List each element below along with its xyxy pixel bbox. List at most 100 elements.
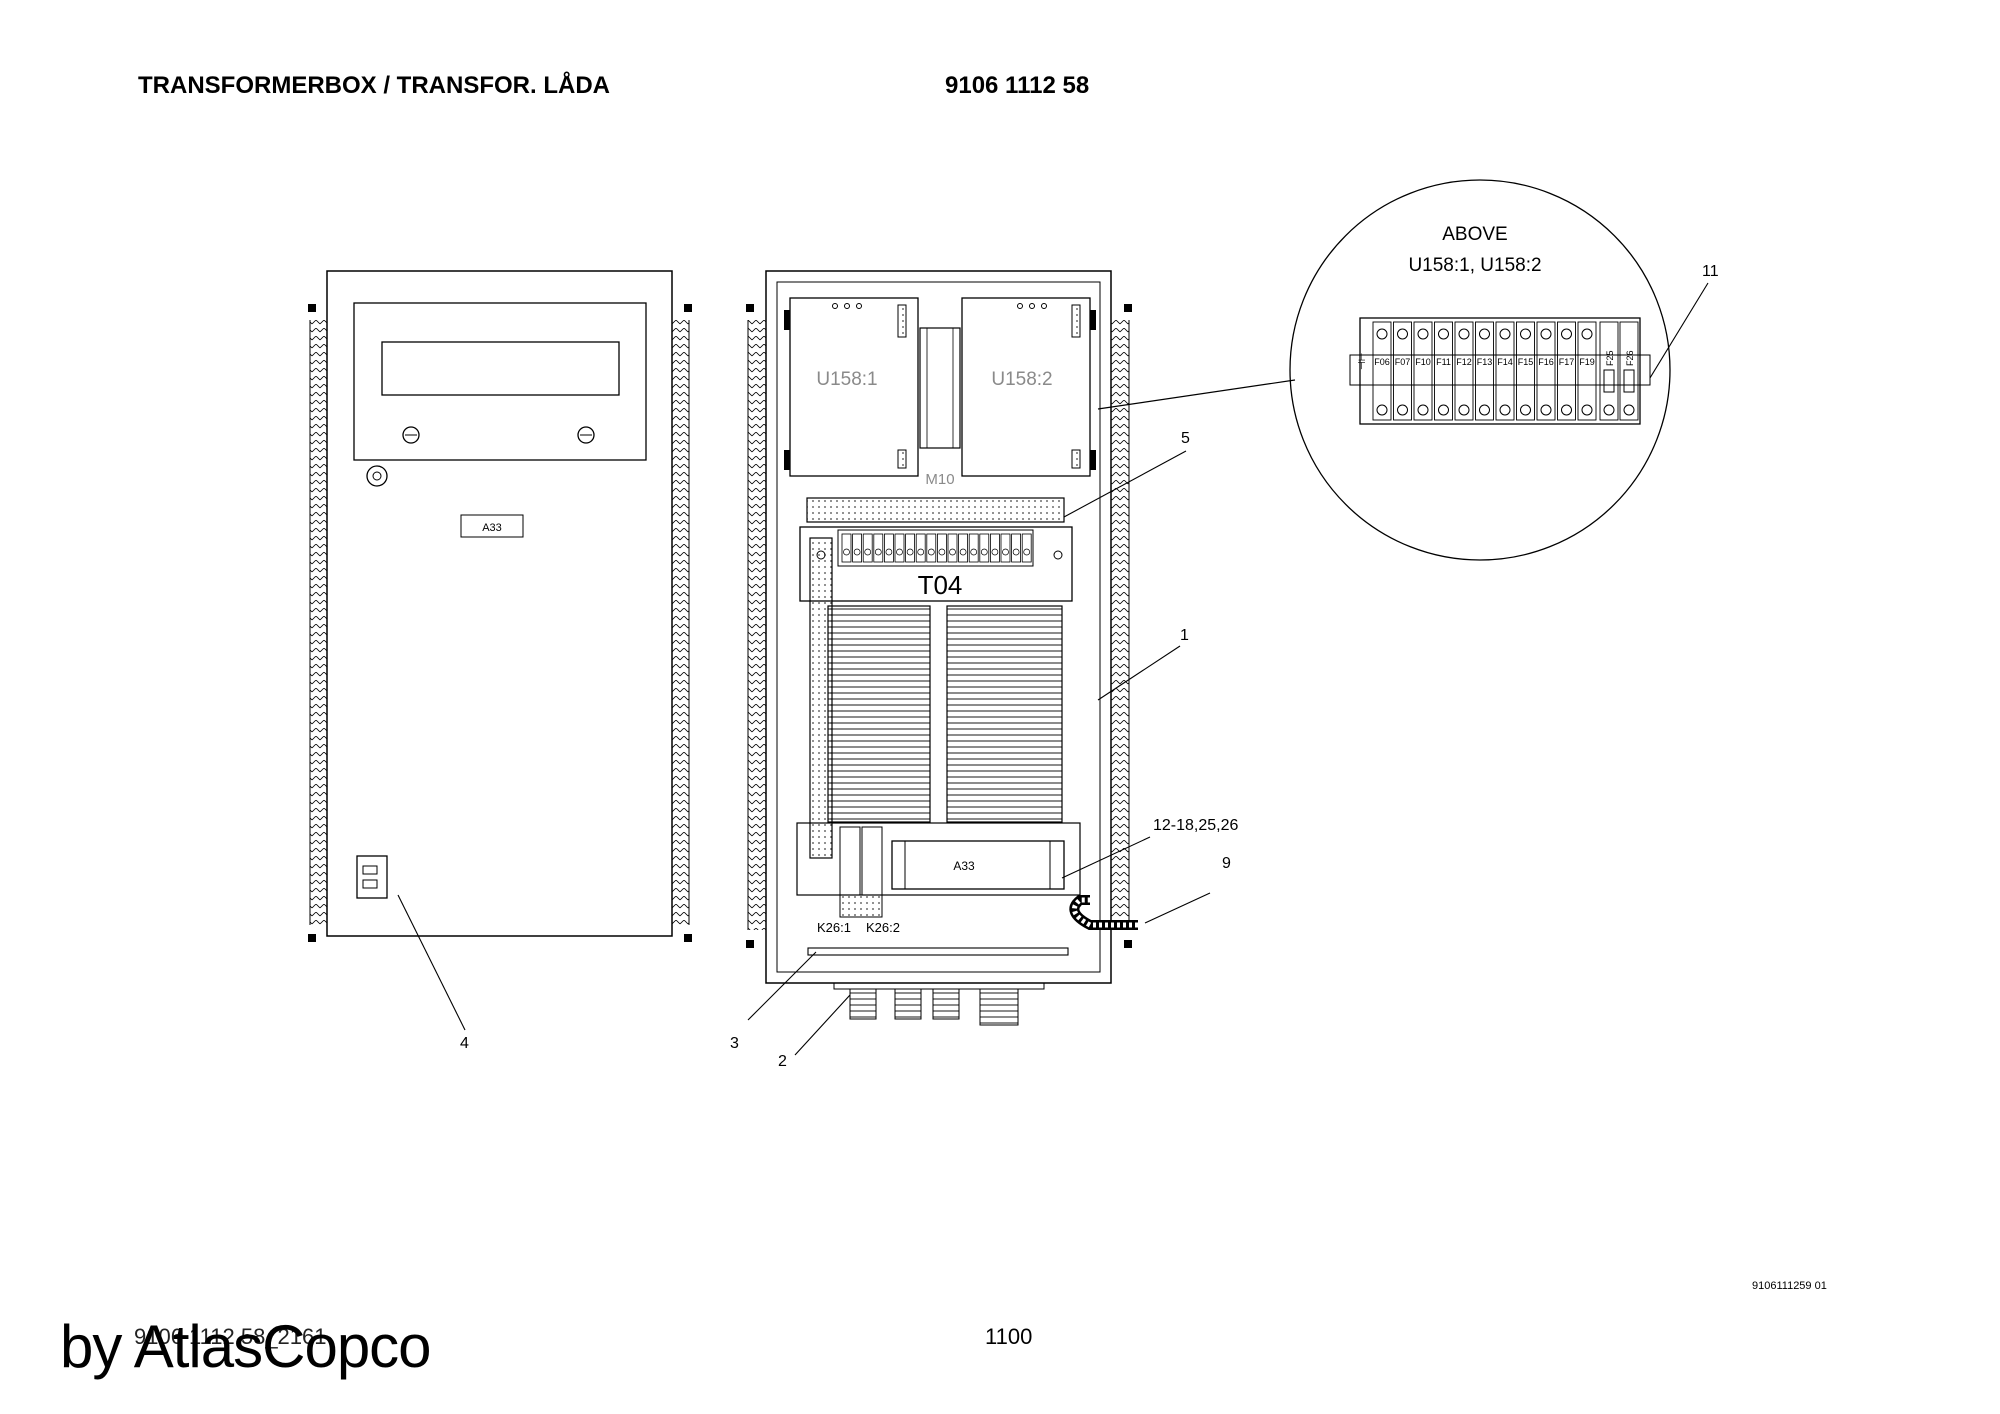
callout-9: 9	[1222, 855, 1231, 872]
fuse-top-screw	[1520, 328, 1531, 340]
terminal	[979, 533, 990, 563]
fuse-label: F07	[1395, 357, 1411, 367]
display-panel	[353, 302, 647, 461]
detail-din-rail	[1349, 354, 1651, 386]
detail-leader	[1097, 379, 1296, 410]
callout-2: 2	[778, 1053, 787, 1070]
terminal	[937, 533, 947, 563]
terminal	[894, 533, 905, 563]
detail-title: ABOVE	[1442, 224, 1507, 245]
terminal	[905, 533, 915, 563]
fuse-label: F11	[1436, 357, 1451, 367]
detail-circle	[1289, 179, 1671, 561]
file-code: 9106 1112 58_2161	[134, 1324, 327, 1349]
cabinet-inner	[776, 281, 1101, 973]
cabinet-fins-left	[748, 320, 766, 930]
fuse-bottom-screw	[1376, 404, 1388, 416]
hinge-bottom-left	[308, 934, 316, 942]
fuse-label: F10	[1415, 357, 1431, 367]
fuse-top-screw	[1417, 328, 1429, 340]
terminal	[915, 533, 926, 563]
fuse-top-screw	[1458, 328, 1470, 340]
door-outline	[326, 270, 673, 937]
fuse-holder-extra	[1599, 321, 1619, 421]
callout-1: 1	[1180, 627, 1189, 644]
callout-11: 11	[1702, 263, 1719, 280]
fuse-holder	[1475, 321, 1494, 421]
callout-4: 4	[460, 1035, 469, 1052]
page-number: 1100	[985, 1324, 1033, 1349]
fuse-label: F14	[1497, 357, 1513, 367]
detail-subtitle: U158:1, U158:2	[1408, 255, 1541, 276]
fuse-holder	[1393, 321, 1412, 421]
callout-5: 5	[1181, 430, 1190, 447]
transformer-coil-right	[946, 605, 1063, 823]
terminal	[968, 533, 979, 563]
fuse-top-screw	[1438, 328, 1449, 340]
fuse-label: F19	[1579, 357, 1595, 367]
transformer-coil-left	[827, 605, 931, 823]
relay-left-label: K26:1	[817, 920, 851, 935]
fuse-holder	[1454, 321, 1474, 421]
fuse-top-screw	[1499, 328, 1511, 340]
terminal	[990, 533, 1000, 563]
fuse-label: F13	[1477, 357, 1493, 367]
button-right	[577, 426, 595, 444]
fuse-label: F06	[1374, 357, 1390, 367]
fuse-top-screw	[1581, 328, 1593, 340]
fuse-bottom-screw	[1438, 404, 1449, 416]
module-left-label: U158:1	[816, 369, 877, 390]
terminal	[1021, 533, 1032, 563]
drawing-ref: 9106111259 01	[1752, 1280, 1827, 1292]
fuse-holder-extra	[1619, 321, 1639, 421]
terminal	[873, 533, 884, 563]
cabinet-fins-right	[1111, 320, 1129, 930]
fuse-label: F12	[1456, 357, 1472, 367]
callout-12-18: 12-18,25,26	[1153, 817, 1239, 834]
terminal	[1000, 533, 1011, 563]
part-number: 9106 1112 58	[945, 72, 1090, 99]
fuse-holder	[1495, 321, 1515, 421]
callout-3: 3	[730, 1035, 739, 1052]
transformer-t04: T04	[799, 526, 1073, 859]
fuse-holder	[1557, 321, 1576, 421]
callout-leaders	[397, 282, 1709, 1056]
fuse-label: F15	[1518, 357, 1534, 367]
button-left	[402, 426, 420, 444]
terminal	[958, 533, 968, 563]
fuse-bottom-screw	[1520, 404, 1531, 416]
transformer-label: T04	[918, 570, 963, 600]
fuse-top-screw	[1397, 328, 1408, 340]
fuse-holder	[1413, 321, 1433, 421]
fuse-holder	[1536, 321, 1556, 421]
hinge-top-right	[684, 304, 692, 312]
terminal	[884, 533, 894, 563]
display-window	[381, 341, 620, 396]
terminal	[947, 533, 958, 563]
fuse-label: F17	[1559, 357, 1575, 367]
cable-duct	[806, 497, 1065, 523]
fuse-bottom-screw	[1479, 404, 1490, 416]
terminal	[852, 533, 862, 563]
detail-above: ABOVE U158:1, U158:2 F06 F07 F10 F11 F12 F13 F…	[1289, 179, 1671, 561]
terminal	[926, 533, 937, 563]
brand-watermark: by AtlasCopco	[60, 1313, 432, 1380]
vertical-duct	[809, 537, 833, 859]
door-label-plate	[460, 514, 524, 538]
unit-a33: A33	[891, 840, 1065, 890]
terminal	[862, 533, 873, 563]
fuse-top-screw	[1376, 328, 1388, 340]
module-right-label: U158:2	[991, 369, 1052, 390]
bottom-strip	[807, 947, 1069, 956]
fuse-bottom-screw	[1417, 404, 1429, 416]
door-label: A33	[482, 522, 502, 534]
relays-k26	[839, 826, 883, 918]
key-lock	[366, 465, 388, 487]
fuse-top-screw	[1561, 328, 1572, 340]
module-bridge	[919, 327, 961, 449]
door-fins-left	[310, 320, 327, 925]
fuse-extra-label: F25	[1605, 350, 1615, 366]
fuse-top-screw	[1479, 328, 1490, 340]
